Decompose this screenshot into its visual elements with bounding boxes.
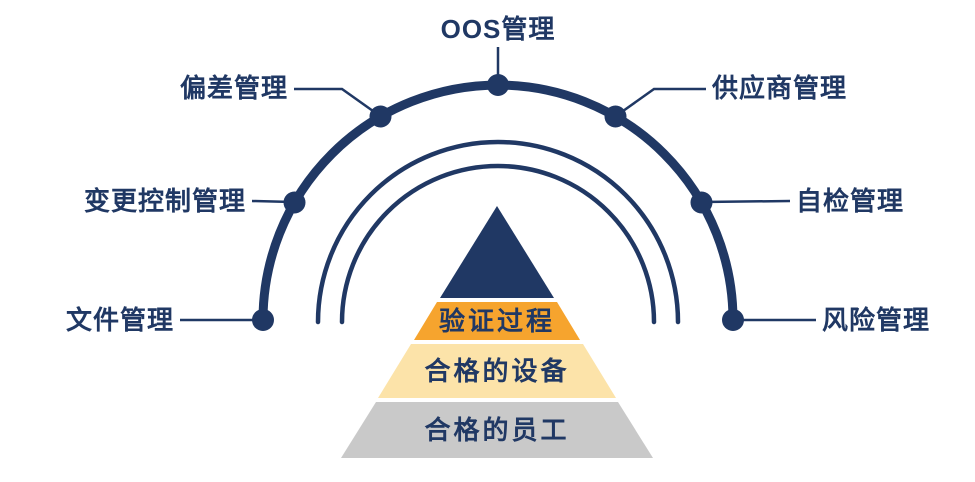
pyramid-band-validation [414, 302, 580, 340]
label-oos: OOS管理 [441, 14, 556, 44]
pyramid-label-equipment: 合格的设备 [424, 356, 569, 386]
connector-deviation [294, 87, 381, 118]
node-dot-oos [487, 74, 509, 96]
node-dot-self-inspection [690, 191, 713, 214]
node-dot-change-control [283, 191, 306, 214]
pyramid-label-staff: 合格的员工 [424, 415, 569, 445]
pyramid-band-staff [341, 402, 653, 458]
node-dot-document [252, 309, 274, 331]
connector-self-inspection [701, 199, 791, 204]
label-risk: 风险管理 [822, 305, 930, 335]
label-self-inspection: 自检管理 [796, 186, 904, 216]
label-document: 文件管理 [66, 305, 174, 335]
node-dot-risk [722, 309, 744, 331]
label-change-control: 变更控制管理 [84, 186, 246, 216]
label-supplier: 供应商管理 [711, 73, 847, 103]
inner-arc-1 [315, 139, 681, 325]
node-dot-deviation [369, 105, 392, 128]
inner-arc-2 [339, 163, 657, 325]
connector-supplier [615, 87, 706, 118]
pyramid-label-validation: 验证过程 [439, 306, 555, 336]
pyramid-top-triangle [440, 206, 554, 298]
pyramid-band-equipment [378, 344, 616, 398]
label-deviation: 偏差管理 [180, 73, 288, 103]
node-dot-supplier [604, 105, 627, 128]
